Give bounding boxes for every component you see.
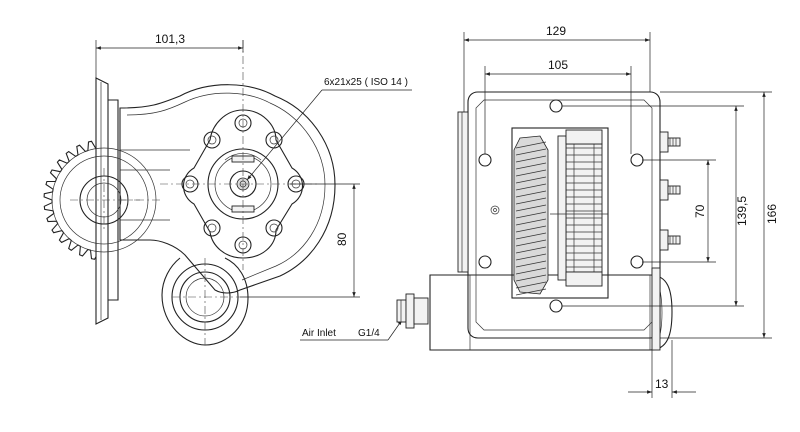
air-inlet-thread: G1/4 [358,328,380,339]
mounting-flange [95,77,109,325]
dim-height-label: 80 [335,232,349,246]
side-view: 129 105 166 139,5 70 13 [396,24,779,398]
spur-gear [565,143,603,273]
air-inlet-label: Air Inlet [302,328,336,339]
dim-bolt-height: 139,5 [735,196,749,226]
air-cylinder-side [429,274,673,351]
ring-gear [43,140,157,260]
front-view: 101,3 80 6x21x25 ( ISO 14 ) Air Inlet G1… [43,32,412,346]
dim-overall-width: 129 [546,24,566,38]
gear-chamber [511,127,609,299]
mounting-studs [659,131,681,251]
pto-housing [119,84,336,294]
spur-teeth [566,144,602,272]
dim-bolt-width: 105 [548,58,568,72]
dim-width-label: 101,3 [155,32,185,46]
output-flange [182,109,304,259]
air-inlet-fitting [396,293,429,329]
helical-teeth [515,141,547,296]
dim-stud-spacing: 70 [693,204,707,218]
shaft-spec-label: 6x21x25 ( ISO 14 ) [324,77,408,88]
dim-overall-height: 166 [765,204,779,224]
side-housing [467,91,661,339]
dim-flange-thickness: 13 [655,377,669,391]
